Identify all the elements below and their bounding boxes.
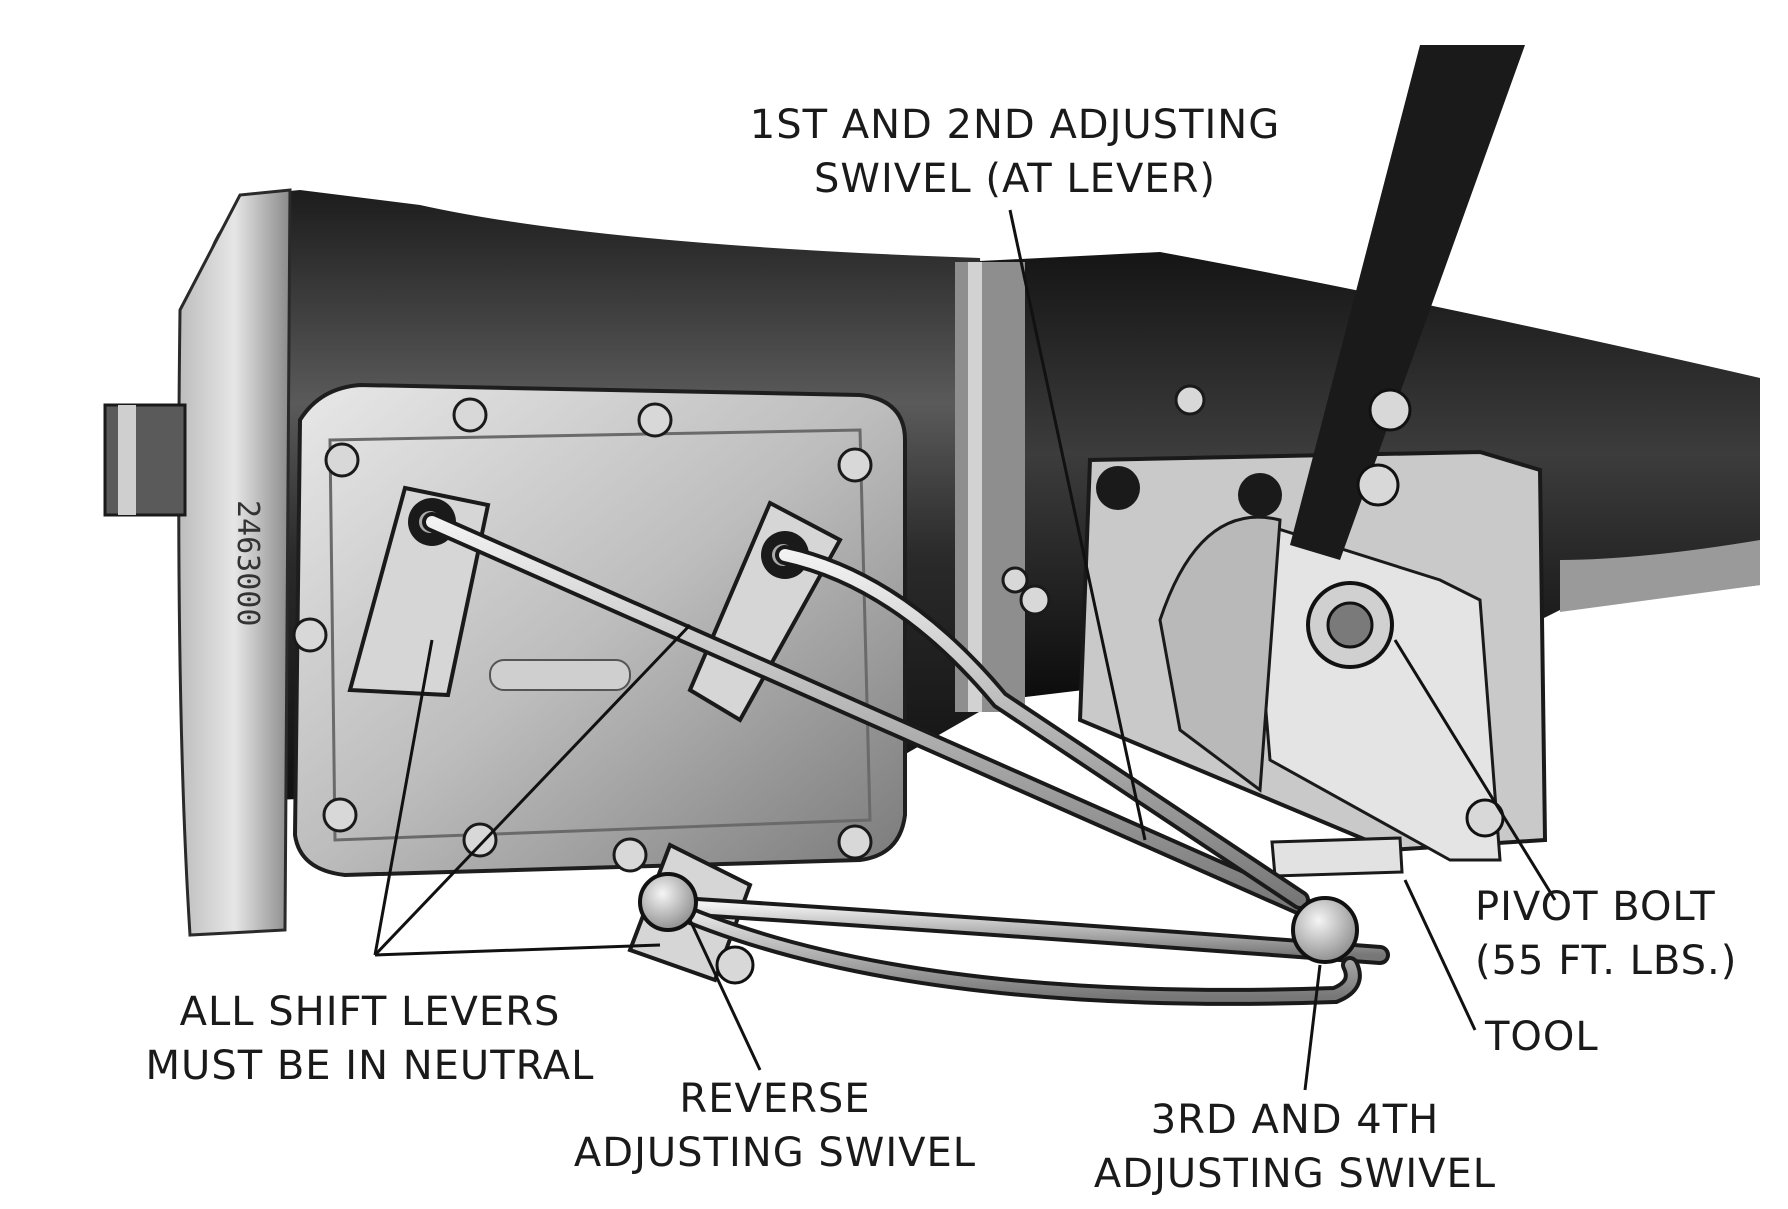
leader-third-fourth xyxy=(1303,964,1322,1091)
casting-mark: 2463000 xyxy=(230,500,265,626)
leader-first-second xyxy=(1008,209,1147,841)
bracket-hole-2 xyxy=(1238,473,1282,517)
leader-tool xyxy=(1403,879,1477,1031)
input-shaft xyxy=(103,403,187,517)
label-tool: TOOL xyxy=(1485,1014,1599,1060)
third-fourth-adjusting-swivel xyxy=(1291,896,1359,964)
label-first-second-swivel: 1ST AND 2ND ADJUSTING SWIVEL (AT LEVER) xyxy=(749,102,1281,202)
leader-neutral-3 xyxy=(374,943,661,957)
reverse-lever-bolt xyxy=(715,945,755,985)
adapter-ring xyxy=(955,262,1025,712)
cover-part-number xyxy=(489,659,631,691)
leader-lines xyxy=(373,209,1557,1091)
leader-neutral-2 xyxy=(373,623,692,957)
shift-lever xyxy=(1290,45,1525,560)
input-shaft-highlight xyxy=(118,405,136,515)
label-pivot-bolt: PIVOT BOLT (55 FT. LBS.) xyxy=(1475,884,1738,984)
leader-neutral-1 xyxy=(373,639,434,956)
shift-rods xyxy=(422,512,1390,1006)
cover-bolts xyxy=(292,384,1206,873)
lever-bolt-upper xyxy=(1368,388,1412,432)
label-reverse-swivel: REVERSE ADJUSTING SWIVEL xyxy=(573,1076,977,1176)
bracket-web xyxy=(1158,515,1282,793)
extension-highlight xyxy=(1560,540,1760,612)
label-third-fourth-swivel: 3RD AND 4TH ADJUSTING SWIVEL xyxy=(1093,1097,1497,1197)
bracket-hole-1 xyxy=(1096,466,1140,510)
reverse-adjusting-swivel xyxy=(638,872,698,932)
leader-reverse xyxy=(688,919,762,1071)
label-all-shift-levers: ALL SHIFT LEVERS MUST BE IN NEUTRAL xyxy=(145,989,595,1089)
pivot-bolt-head xyxy=(1326,601,1374,649)
alignment-tool xyxy=(1270,836,1404,878)
lever-bolt-lower xyxy=(1356,463,1400,507)
leader-pivot-bolt xyxy=(1393,639,1557,901)
cover-rib xyxy=(328,428,872,842)
adapter-ring-edge xyxy=(968,262,982,712)
